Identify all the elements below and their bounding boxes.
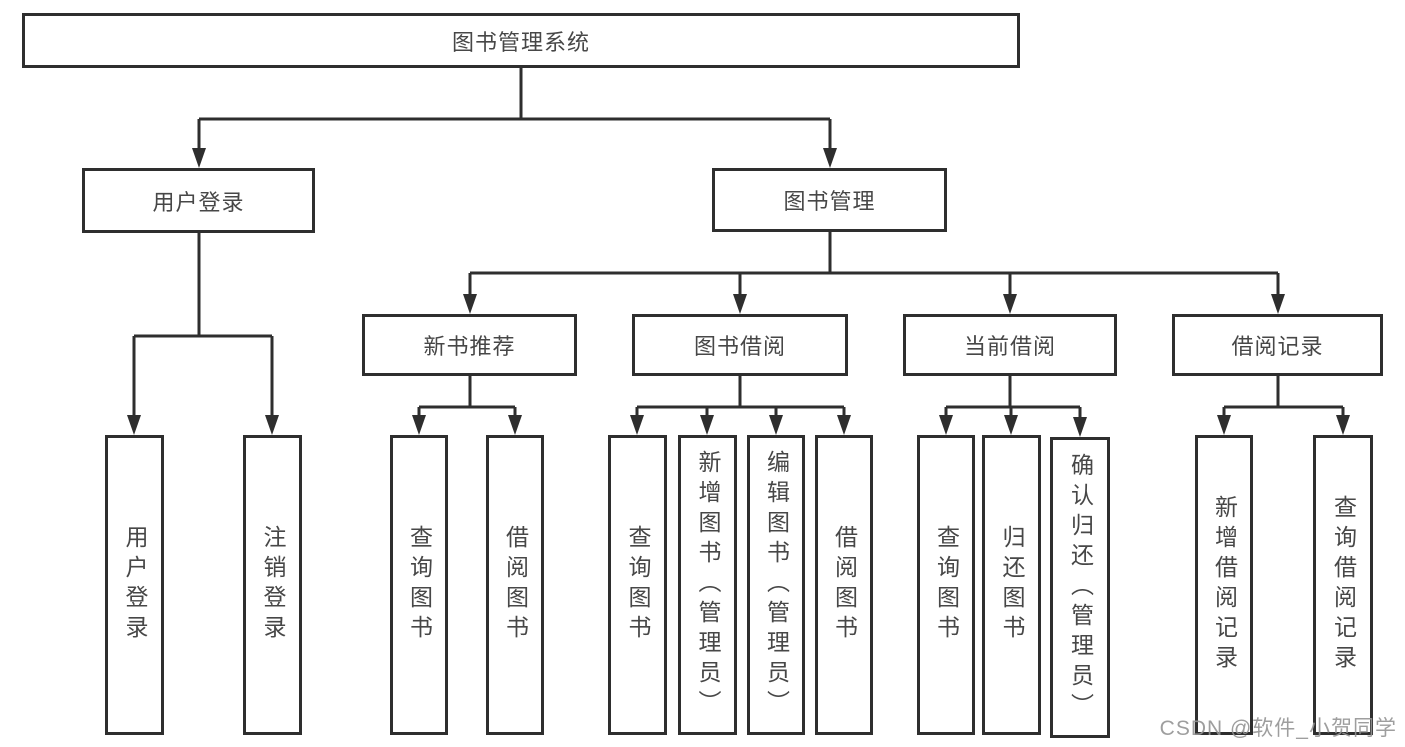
leaf-borrowing-borrow-books-label: 借阅图书 bbox=[831, 525, 858, 645]
node-book-borrowing: 图书借阅 bbox=[632, 314, 848, 376]
node-current-borrowing: 当前借阅 bbox=[903, 314, 1117, 376]
leaf-user-login-action: 用户登录 bbox=[105, 435, 164, 735]
leaf-borrowing-edit-books: 编辑图书（管理员） bbox=[747, 435, 805, 735]
leaf-current-confirm-return-label: 确认归还（管理员） bbox=[1067, 452, 1094, 723]
leaf-current-return-books: 归还图书 bbox=[982, 435, 1041, 735]
leaf-user-login-action-label: 用户登录 bbox=[122, 525, 148, 645]
leaf-records-query-record-label: 查询借阅记录 bbox=[1330, 495, 1357, 675]
leaf-recommend-borrow-books-label: 借阅图书 bbox=[502, 525, 529, 645]
node-borrowing-records: 借阅记录 bbox=[1172, 314, 1383, 376]
leaf-recommend-query-books: 查询图书 bbox=[390, 435, 448, 735]
leaf-borrowing-borrow-books: 借阅图书 bbox=[815, 435, 873, 735]
leaf-logout-action-label: 注销登录 bbox=[260, 525, 286, 645]
connector-trunks bbox=[132, 68, 1345, 419]
leaf-borrowing-add-books-label: 新增图书（管理员） bbox=[695, 450, 721, 720]
leaf-records-query-record: 查询借阅记录 bbox=[1313, 435, 1373, 735]
leaf-borrowing-edit-books-label: 编辑图书（管理员） bbox=[763, 450, 790, 720]
leaf-borrowing-query-books: 查询图书 bbox=[608, 435, 667, 735]
node-root: 图书管理系统 bbox=[22, 13, 1020, 68]
leaf-recommend-query-books-label: 查询图书 bbox=[406, 525, 433, 645]
leaf-current-query-books-label: 查询图书 bbox=[933, 525, 960, 645]
node-user-login: 用户登录 bbox=[82, 168, 315, 233]
leaf-current-return-books-label: 归还图书 bbox=[999, 525, 1025, 645]
leaf-current-query-books: 查询图书 bbox=[917, 435, 975, 735]
node-book-management-label: 图书管理 bbox=[783, 189, 876, 214]
node-root-label: 图书管理系统 bbox=[451, 29, 590, 55]
node-book-borrowing-label: 图书借阅 bbox=[693, 334, 786, 359]
leaf-current-confirm-return: 确认归还（管理员） bbox=[1050, 437, 1110, 738]
node-new-book-recommend: 新书推荐 bbox=[362, 314, 577, 376]
node-current-borrowing-label: 当前借阅 bbox=[963, 334, 1056, 359]
connector-arrowheads bbox=[127, 148, 1350, 437]
node-borrowing-records-label: 借阅记录 bbox=[1231, 334, 1324, 359]
leaf-borrowing-add-books: 新增图书（管理员） bbox=[678, 435, 737, 735]
leaf-recommend-borrow-books: 借阅图书 bbox=[486, 435, 544, 735]
node-book-management: 图书管理 bbox=[712, 168, 947, 232]
node-new-book-recommend-label: 新书推荐 bbox=[423, 334, 516, 359]
leaf-logout-action: 注销登录 bbox=[243, 435, 302, 735]
leaf-records-add-record: 新增借阅记录 bbox=[1195, 435, 1253, 735]
leaf-records-add-record-label: 新增借阅记录 bbox=[1211, 495, 1238, 675]
leaf-borrowing-query-books-label: 查询图书 bbox=[625, 525, 651, 645]
node-user-login-label: 用户登录 bbox=[152, 189, 245, 215]
